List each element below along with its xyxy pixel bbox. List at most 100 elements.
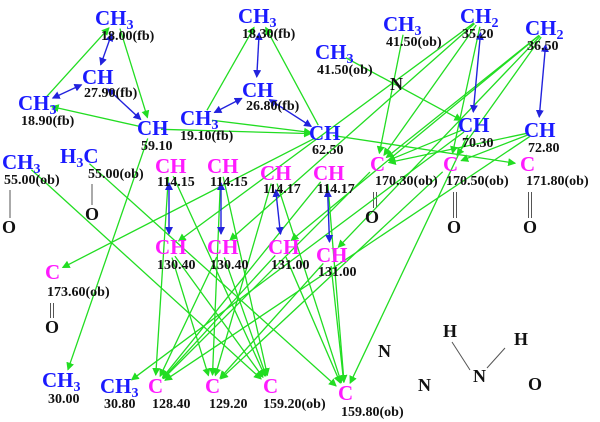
- shift-label-n32: 129.20: [209, 397, 248, 412]
- shift-label-n23: 131.00: [271, 258, 310, 273]
- hmbc-arrow-n13-n34: [349, 134, 469, 385]
- group-label-n26: C: [443, 152, 459, 176]
- group-label-n13: CH: [458, 113, 490, 137]
- hmbc-arrow-n11-n25: [383, 24, 477, 157]
- cosy-arrow-n20-n24: [323, 188, 334, 244]
- group-label-n6: CH: [242, 78, 274, 102]
- shift-label-n5: 18.30(fb): [242, 27, 296, 42]
- shift-label-n1: 18.00(fb): [101, 29, 155, 44]
- hmbc-arrow-n4-n8: [160, 128, 313, 138]
- group-label-n29: CH3: [42, 368, 81, 395]
- shift-label-n18: 114.15: [210, 175, 248, 190]
- atom-n-8: N: [418, 375, 431, 395]
- group-label-n15: CH3: [2, 150, 41, 177]
- hmbc-arrow-n15-n33: [30, 169, 262, 380]
- group-label-n3: CH3: [18, 91, 57, 118]
- hmbc-arrow-n12-n26: [456, 36, 542, 157]
- hmbc-arrow-n13-n25: [387, 129, 463, 162]
- shift-label-n3: 18.90(fb): [21, 114, 75, 129]
- shift-label-n19: 114.17: [263, 182, 301, 197]
- hmbc-arrow-n23-n31: [162, 254, 276, 379]
- group-label-n30: CH3: [100, 374, 139, 401]
- hmbc-arrow-n14-n25: [387, 132, 529, 165]
- atom-h-9: H: [443, 321, 458, 341]
- hmbc-arrow-n9-n13: [345, 57, 463, 121]
- group-label-n27: C: [520, 152, 536, 176]
- hmbc-arrow-n13-n30: [130, 131, 465, 381]
- shift-label-n27: 171.80(ob): [526, 174, 589, 189]
- hmbc-arrow-n12-n24: [337, 35, 541, 249]
- atom-o-6: O: [45, 317, 60, 337]
- shift-label-n8: 62.50: [312, 143, 344, 158]
- hmbc-arrow-n12-n25: [385, 34, 540, 159]
- hmbc-arrow-n24-n32: [219, 262, 324, 379]
- shift-label-n17: 114.15: [157, 175, 195, 190]
- hmbc-arrow-n22-n31: [159, 256, 218, 378]
- hmbc-arrows: [30, 22, 542, 387]
- group-label-n10: CH3: [383, 12, 422, 39]
- cosy-arrows: [51, 31, 549, 244]
- cosy-arrow-n2-n3: [51, 84, 83, 99]
- hmbc-arrow-n23-n34: [285, 256, 342, 384]
- group-label-n14: CH: [524, 118, 556, 142]
- group-label-n21: CH: [155, 235, 187, 259]
- hmbc-arrow-n7-n8: [211, 119, 313, 136]
- shift-label-n11: 35.20: [462, 27, 494, 42]
- group-label-n5: CH3: [238, 4, 277, 31]
- shift-label-n14: 72.80: [528, 141, 560, 156]
- atom-n-10: N: [473, 366, 486, 386]
- atom-o-1: O: [85, 204, 100, 224]
- bond-line: [451, 341, 471, 371]
- shift-label-n12: 36.50: [527, 39, 559, 54]
- hmbc-arrow-n4-n29: [66, 138, 149, 371]
- hmbc-arrow-n20-n31: [161, 181, 322, 379]
- group-label-n7: CH3: [180, 106, 219, 133]
- group-label-n23: CH: [268, 235, 300, 259]
- cosy-arrow-n2-n4: [106, 88, 142, 121]
- shift-label-n6: 26.80(fb): [246, 99, 300, 114]
- hmbc-arrow-n17-n33: [172, 175, 266, 378]
- shift-label-n29: 30.00: [48, 392, 80, 407]
- group-label-n2: CH: [82, 65, 114, 89]
- hmbc-arrow-n11-n22: [229, 23, 475, 241]
- group-label-n9: CH3: [315, 40, 354, 67]
- hmbc-arrow-n20-n34: [327, 183, 348, 384]
- cosy-arrow-n6-n7: [213, 97, 243, 114]
- hmbc-arrow-n26-n32: [220, 171, 444, 380]
- hmbc-arrow-n11-n21: [177, 22, 475, 242]
- shift-label-n26: 170.50(ob): [446, 174, 509, 189]
- shift-label-n7: 19.10(fb): [180, 129, 234, 144]
- group-label-n33: C: [263, 374, 279, 398]
- atom-o-4: O: [447, 217, 462, 237]
- atom-n-7: N: [378, 341, 391, 361]
- hmbc-arrow-n19-n34: [276, 183, 343, 384]
- group-label-n20: CH: [313, 161, 345, 185]
- hmbc-arrow-n8-n27: [332, 134, 517, 167]
- hmbc-arrow-n17-n31: [152, 176, 170, 377]
- shift-label-n31: 128.40: [152, 397, 191, 412]
- hmbc-arrow-n7-n5: [206, 26, 255, 111]
- atom-o-3: O: [365, 207, 380, 227]
- hmbc-arrow-n19-n32: [213, 183, 272, 377]
- atom-h-11: H: [514, 329, 529, 349]
- shift-label-n21: 130.40: [157, 258, 196, 273]
- hmbc-arrow-n4-n3: [50, 104, 142, 128]
- hmbc-arrow-n14-n31: [164, 136, 531, 381]
- shift-label-n22: 130.40: [210, 258, 249, 273]
- shift-label-n30: 30.80: [104, 397, 136, 412]
- group-label-n17: CH: [155, 154, 187, 178]
- shift-label-n24: 131.00: [318, 265, 357, 280]
- hmbc-arrow-n22-n33: [223, 257, 268, 377]
- group-label-n8: CH: [309, 121, 341, 145]
- group-label-n1: CH3: [95, 6, 134, 33]
- cosy-arrow-n6-n8: [268, 99, 313, 128]
- group-label-n4: CH: [137, 116, 169, 140]
- atom-n-2: N: [390, 74, 403, 94]
- group-label-n18: CH: [207, 154, 239, 178]
- group-label-n22: CH: [207, 235, 239, 259]
- group-label-n16: H3C: [60, 144, 99, 171]
- cosy-arrow-n12-n14: [535, 43, 549, 119]
- group-label-n24: CH: [316, 243, 348, 267]
- group-label-n11: CH2: [460, 4, 499, 31]
